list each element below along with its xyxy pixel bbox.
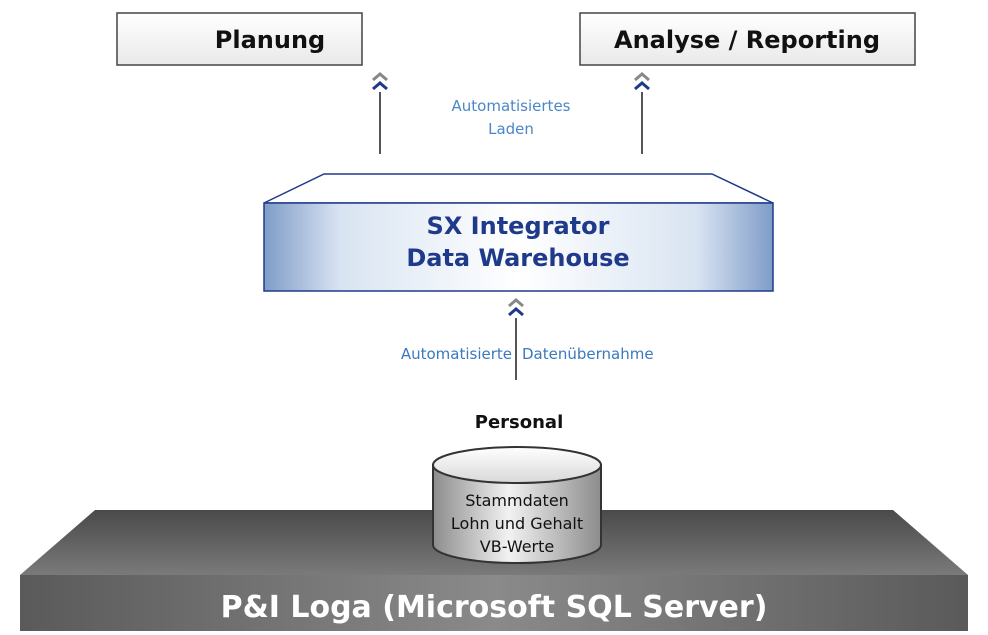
upper-left-arrow [372, 72, 388, 154]
upper-right-arrow [634, 72, 650, 154]
chevron-up-icon [508, 298, 524, 308]
reporting-box: Analyse / Reporting [579, 12, 916, 66]
chevron-up-icon [634, 72, 650, 82]
lower-flow-right-label: Datenübernahme [522, 345, 654, 363]
upper-flow-line-2: Laden [488, 120, 534, 138]
source-title: Personal [475, 412, 564, 433]
db-line-1: Stammdaten [465, 491, 569, 510]
warehouse-line-1: SX Integrator [427, 212, 610, 240]
platform: P&I Loga (Microsoft SQL Server) [20, 510, 968, 631]
db-line-2: Lohn und Gehalt [451, 514, 583, 533]
planung-box: Planung [116, 12, 363, 66]
platform-label: P&I Loga (Microsoft SQL Server) [221, 590, 768, 625]
chevron-up-icon [634, 81, 650, 91]
database-cylinder: Stammdaten Lohn und Gehalt VB-Werte [432, 446, 602, 564]
lower-flow-arrow [508, 298, 524, 380]
db-line-3: VB-Werte [480, 537, 554, 556]
lower-flow-left-label: Automatisierte [401, 345, 512, 363]
chevron-up-icon [372, 81, 388, 91]
warehouse-line-2: Data Warehouse [406, 244, 629, 272]
chevron-up-icon [508, 307, 524, 317]
chevron-up-icon [372, 72, 388, 82]
planung-label: Planung [215, 26, 325, 54]
upper-flow-line-1: Automatisiertes [452, 97, 571, 115]
data-warehouse-box: SX Integrator Data Warehouse [263, 173, 774, 292]
reporting-label: Analyse / Reporting [614, 26, 880, 54]
